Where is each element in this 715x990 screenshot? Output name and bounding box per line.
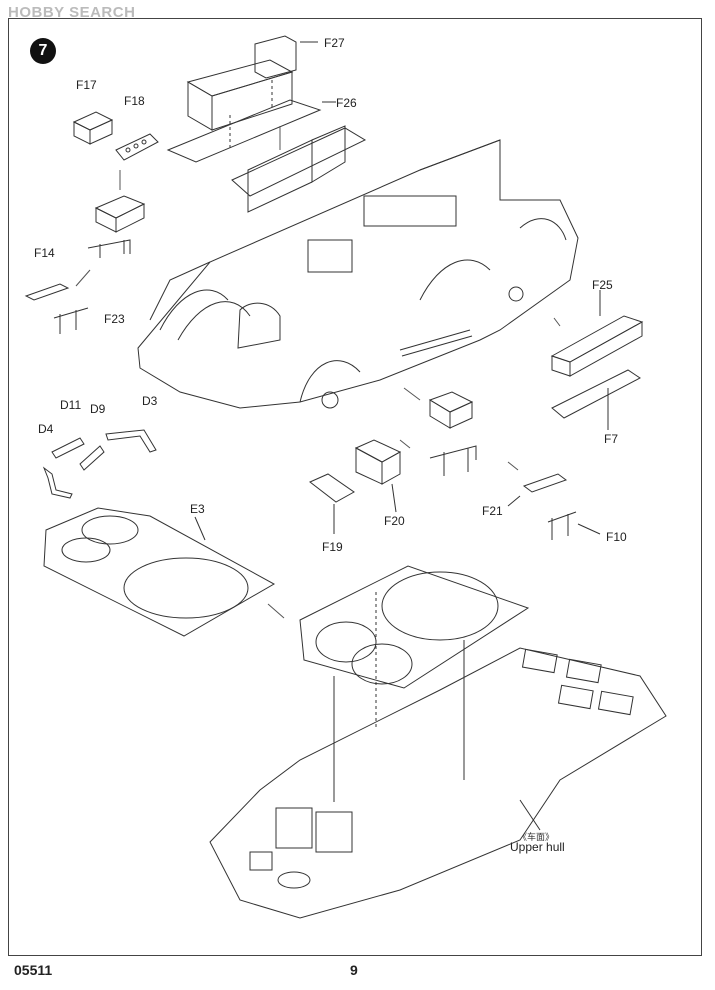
label-f20: F20: [384, 514, 405, 528]
upper-hull-drawing: [209, 647, 667, 919]
label-f14: F14: [34, 246, 55, 260]
step-number-badge: 7: [30, 38, 56, 64]
watermark: HOBBY SEARCH: [8, 4, 136, 21]
label-f7: F7: [604, 432, 619, 446]
part-d-brackets-drawing: [42, 429, 157, 499]
part-f27-drawing: [186, 35, 318, 131]
label-d11: D11: [60, 398, 82, 412]
part-f14-drawing: [24, 283, 89, 334]
upper-hull-lid-drawing: [299, 565, 530, 802]
part-f26-drawing: [166, 80, 336, 163]
part-panel-second-drawing: [231, 125, 367, 213]
label-f19: F19: [322, 540, 343, 554]
part-f17-drawing: [72, 111, 114, 145]
label-f27: F27: [324, 36, 345, 50]
label-f10: F10: [606, 530, 627, 544]
label-f18: F18: [124, 94, 145, 108]
part-e3-drawing: [43, 507, 276, 637]
part-f10-drawing: [547, 511, 601, 540]
label-d9: D9: [90, 402, 106, 416]
label-e3: E3: [190, 502, 205, 516]
part-f19-drawing: [309, 473, 355, 534]
label-d3: D3: [142, 394, 158, 408]
part-f25-drawing: [550, 290, 644, 377]
part-f21-drawing: [507, 473, 568, 507]
label-f21: F21: [482, 504, 503, 518]
part-center-box-drawing: [428, 391, 477, 476]
product-code: 05511: [14, 962, 53, 978]
part-f18-drawing: [115, 133, 159, 161]
guide-arrows: [75, 126, 561, 619]
part-box-assembled-drawing: [87, 195, 146, 258]
label-d4: D4: [38, 422, 54, 436]
label-f25: F25: [592, 278, 613, 292]
label-f17: F17: [76, 78, 97, 92]
part-f7-drawing: [551, 369, 641, 430]
hull-interior-drawing: [137, 139, 579, 409]
upper-hull-cn-label: 《车面》: [518, 832, 555, 842]
page-number: 9: [350, 962, 358, 978]
label-f26: F26: [336, 96, 357, 110]
part-f20-drawing: [354, 439, 402, 513]
label-f23: F23: [104, 312, 125, 326]
page-frame: [8, 18, 702, 956]
upper-hull-label: Upper hull: [510, 840, 565, 854]
